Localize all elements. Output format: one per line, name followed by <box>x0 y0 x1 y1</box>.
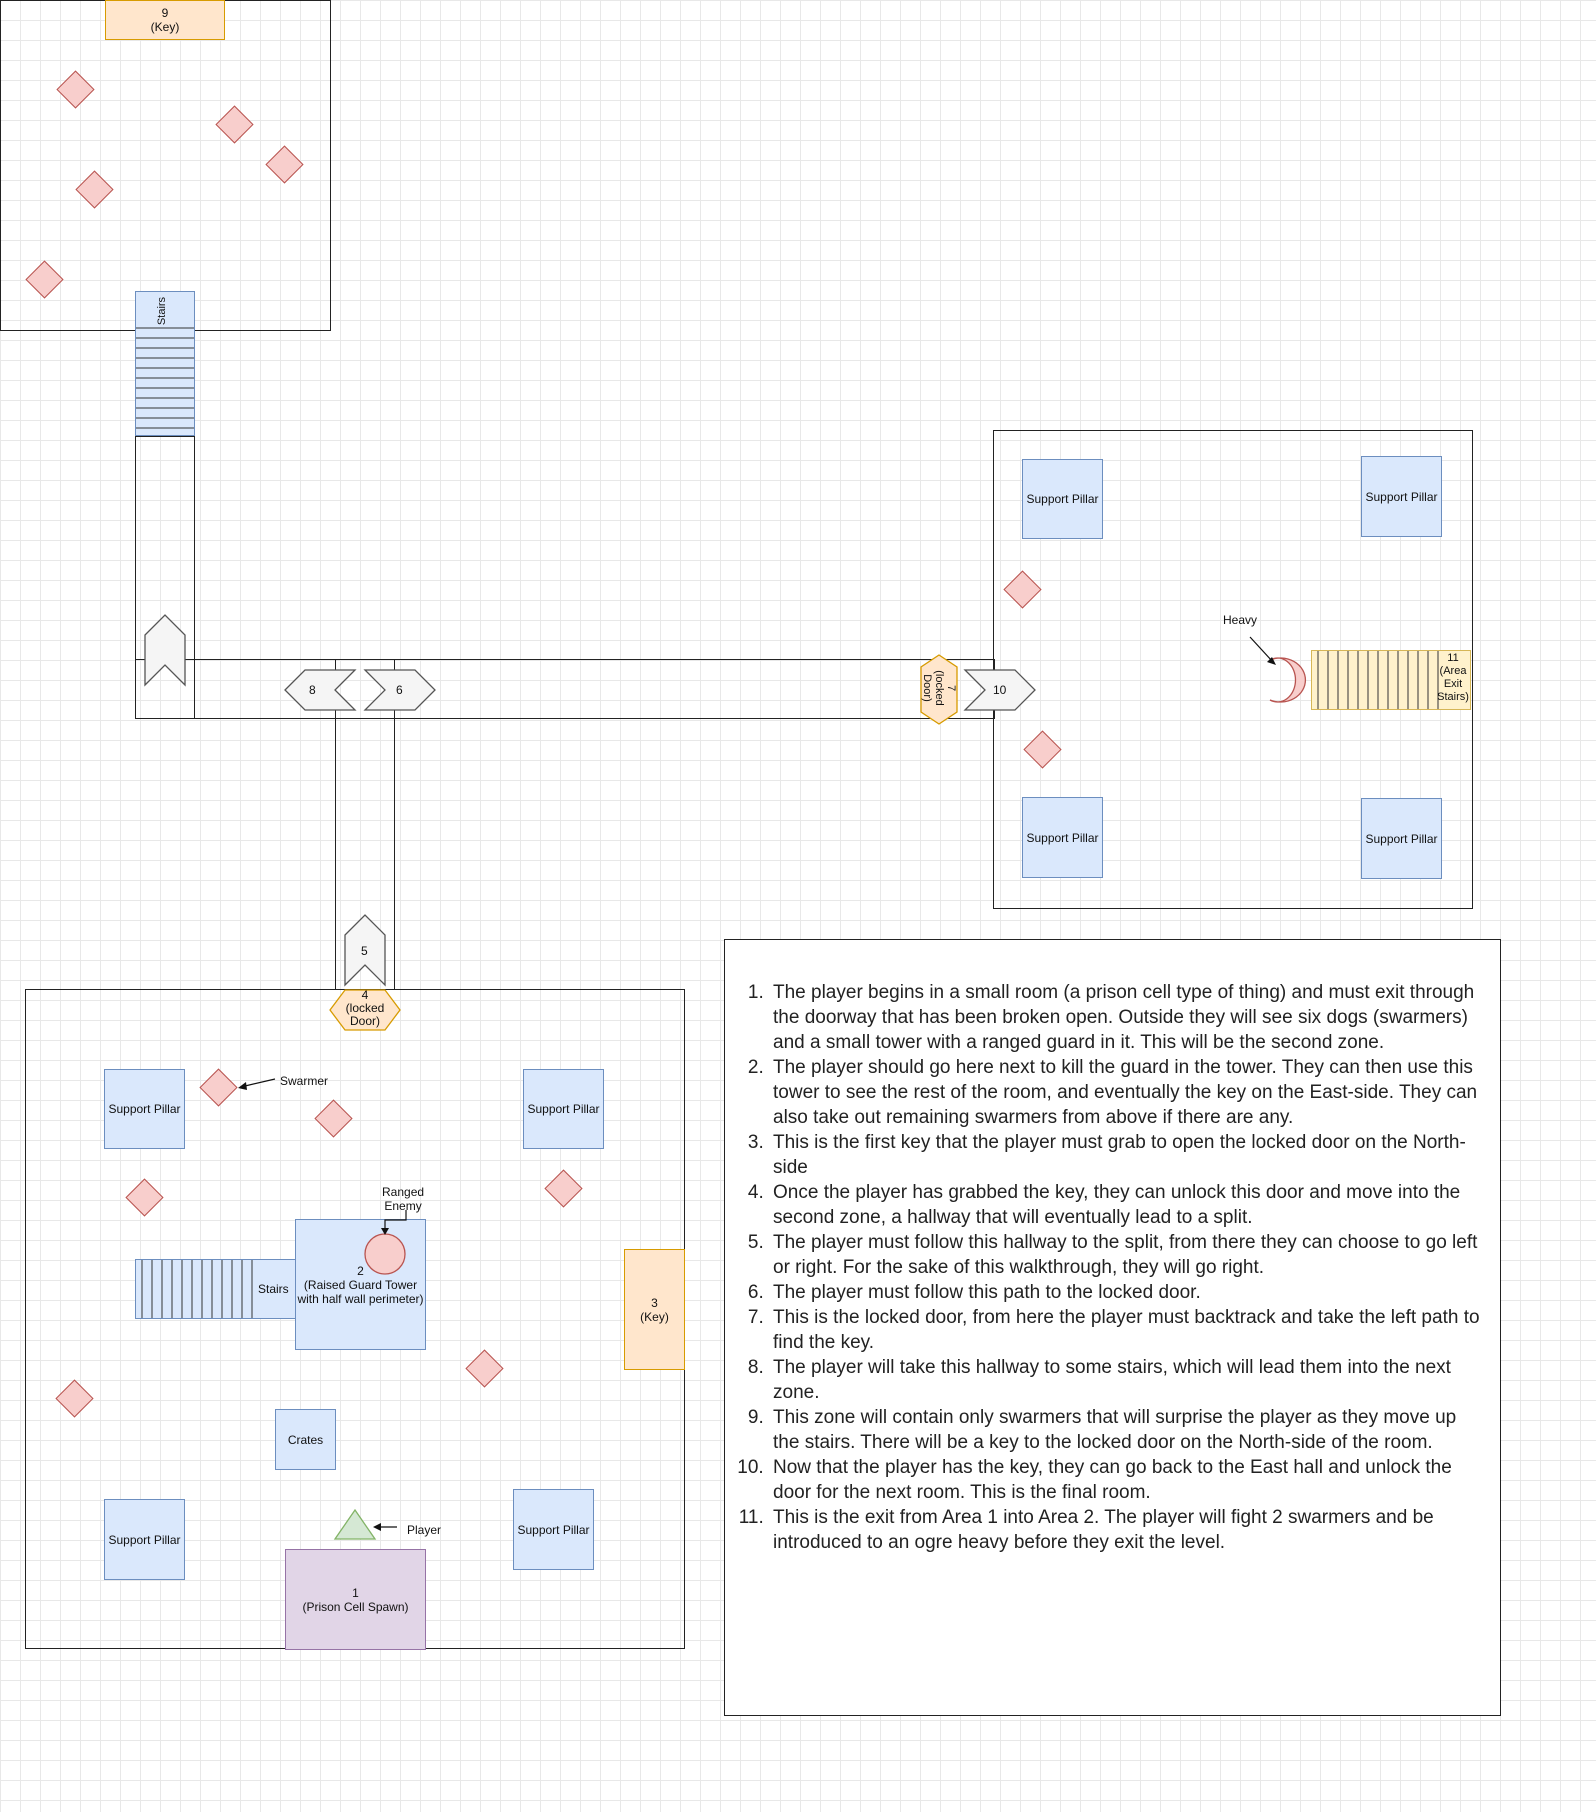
direction-arrow-up-icon[interactable] <box>344 914 386 987</box>
player-icon <box>333 1508 377 1540</box>
heavy-ogre-icon <box>1269 657 1306 703</box>
direction-arrow-up-icon <box>144 614 186 687</box>
stair-steps-icon <box>141 1260 253 1318</box>
ranged-enemy-label: Ranged Enemy <box>382 1185 425 1213</box>
direction-arrow-left-icon[interactable] <box>284 669 357 711</box>
pointer-arrowhead-icon <box>1267 657 1276 665</box>
support-pillar: Support Pillar <box>1361 798 1442 879</box>
support-pillar: Support Pillar <box>1022 459 1103 539</box>
note-item: This is the exit from Area 1 into Area 2… <box>769 1505 1480 1555</box>
arrow-8-label: 8 <box>309 683 316 697</box>
direction-arrow-right-icon[interactable] <box>363 669 436 711</box>
stair-steps-icon <box>136 327 194 429</box>
player-label: Player <box>407 1523 442 1537</box>
support-pillar: Support Pillar <box>104 1069 185 1149</box>
arrow-5-label: 5 <box>361 944 368 958</box>
note-item: The player must follow this hallway to t… <box>769 1230 1480 1280</box>
pointer-arrowhead-icon <box>238 1082 247 1090</box>
locked-door-icon[interactable] <box>920 654 958 725</box>
area-exit-label: 11 (Area Exit Stairs) <box>1437 652 1469 703</box>
note-item: The player begins in a small room (a pri… <box>769 980 1480 1055</box>
note-item: This is the first key that the player mu… <box>769 1130 1480 1180</box>
door-4-label: 4 (locked Door) <box>345 988 385 1028</box>
note-item: This zone will contain only swarmers tha… <box>769 1405 1480 1455</box>
note-item: Now that the player has the key, they ca… <box>769 1455 1480 1505</box>
arrow-6-label: 6 <box>396 683 403 697</box>
stairs-label: Stairs <box>258 1282 289 1296</box>
note-item: Once the player has grabbed the key, the… <box>769 1180 1480 1230</box>
prison-cell-spawn[interactable]: 1 (Prison Cell Spawn) <box>285 1549 426 1650</box>
crates: Crates <box>275 1409 336 1470</box>
area-exit-stairs[interactable]: 11 (Area Exit Stairs) <box>1311 650 1471 710</box>
stairs-north[interactable]: Stairs <box>135 291 195 436</box>
note-item: The player should go here next to kill t… <box>769 1055 1480 1130</box>
direction-arrow-right-icon[interactable] <box>963 669 1036 711</box>
pointer-arrowhead-icon <box>373 1523 381 1531</box>
pointer-arrowhead-icon <box>381 1228 389 1235</box>
locked-door-icon[interactable] <box>329 989 401 1031</box>
notes-list: The player begins in a small room (a pri… <box>733 980 1480 1555</box>
pointer-arrow-icon <box>244 1078 276 1087</box>
ranged-enemy-icon <box>364 1233 406 1275</box>
support-pillar: Support Pillar <box>1361 456 1442 537</box>
arrow-10-label: 10 <box>993 683 1007 697</box>
stairs-tower[interactable]: Stairs <box>135 1259 297 1319</box>
support-pillar: Support Pillar <box>513 1489 594 1570</box>
raised-guard-tower[interactable]: 2 (Raised Guard Tower with half wall per… <box>295 1219 426 1350</box>
note-item: This is the locked door, from here the p… <box>769 1305 1480 1355</box>
stair-steps-icon <box>1317 651 1439 709</box>
walkthrough-notes: The player begins in a small room (a pri… <box>724 939 1501 1716</box>
pointer-arrow-icon <box>384 1210 407 1230</box>
pointer-arrow-icon <box>1249 636 1273 662</box>
key-9[interactable]: 9 (Key) <box>105 0 225 40</box>
note-item: The player will take this hallway to som… <box>769 1355 1480 1405</box>
heavy-label: Heavy <box>1223 613 1258 627</box>
key-3[interactable]: 3 (Key) <box>624 1249 685 1370</box>
swarmer-label: Swarmer <box>280 1074 329 1088</box>
note-item: The player must follow this path to the … <box>769 1280 1480 1305</box>
support-pillar: Support Pillar <box>104 1499 185 1580</box>
door-7-label: 7 (locked Door) <box>921 670 957 706</box>
support-pillar: Support Pillar <box>523 1069 604 1149</box>
support-pillar: Support Pillar <box>1022 797 1103 878</box>
